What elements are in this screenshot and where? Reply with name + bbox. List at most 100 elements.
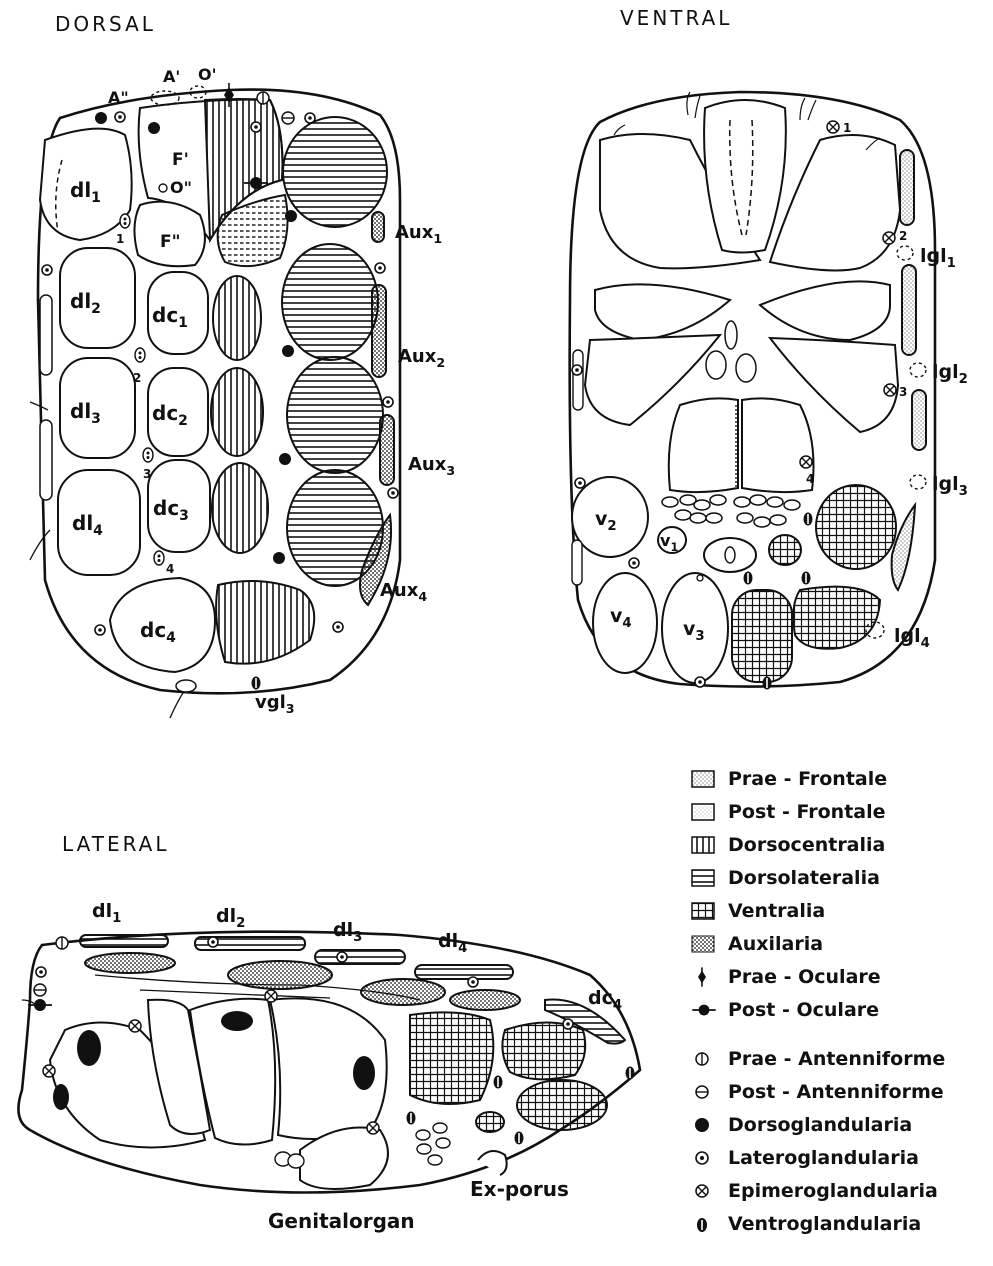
legend-label: Ventralia	[728, 900, 825, 922]
ventralia-swatch	[688, 900, 728, 922]
legend-item: Dorsolateralia	[688, 861, 988, 894]
ventral-ventroglandularia-icon	[744, 572, 753, 585]
prae-antenniforme-icon	[688, 1048, 728, 1070]
dorsal-label-aux4: Aux4	[380, 580, 427, 604]
dorsal-aux-2	[372, 285, 386, 377]
lateral-ventralia-2	[502, 1023, 585, 1080]
ventral-label-n3: 3	[899, 385, 907, 399]
lateral-lateroglandularia-icon	[468, 977, 478, 987]
ventral-epimeroglandularia-icon	[884, 384, 896, 396]
lateral-ventralia-3	[517, 1080, 607, 1130]
lateral-dorsoglandularia-icon	[53, 1084, 69, 1110]
dorsal-label-n3: 3	[143, 467, 151, 481]
ventral-ventroglandularia-icon	[802, 572, 811, 585]
ventral-aux-2	[902, 265, 916, 355]
dorsal-label-aux2: Aux2	[398, 346, 445, 370]
ventral-ventralia-2	[769, 535, 801, 565]
lateral-ventroglandularia-icon	[407, 1112, 416, 1125]
lateral-dorsoglandularia-icon	[221, 1011, 253, 1031]
ventral-aux-3	[912, 390, 926, 450]
ventral-side-plate-2	[572, 540, 582, 585]
dorsal-dl-right-3	[287, 357, 383, 473]
ventral-ventroglandularia-icon	[763, 677, 772, 690]
lateral-label-genitalorgan: Genitalorgan	[268, 1209, 415, 1233]
dorsal-excretory-icon	[176, 680, 196, 692]
lateral-ventroglandularia-icon	[626, 1067, 635, 1080]
legend-item: Post - Frontale	[688, 795, 988, 828]
lateral-dl3	[315, 950, 405, 964]
lateral-label-exporus: Ex-porus	[470, 1177, 569, 1201]
dorsal-lateroglandularia-icon	[115, 112, 125, 122]
dorsal-dorsoglandularia-icon	[95, 112, 107, 124]
lateral-ventroglandularia-icon	[515, 1132, 524, 1145]
legend-label: Lateroglandularia	[728, 1147, 919, 1169]
prae-frontale-swatch	[688, 768, 728, 790]
ventral-lgl3-dashed	[910, 475, 926, 489]
dorsal-hair-left	[30, 402, 48, 410]
lateral-epimeroglandularia-icon	[265, 990, 277, 1002]
ventroglandularia-icon	[688, 1213, 728, 1235]
ventral-lateroglandularia-icon	[572, 365, 582, 375]
lateral-lateroglandularia-icon	[337, 952, 347, 962]
legend-label: Dorsoglandularia	[728, 1114, 912, 1136]
dorsal-dc-striped-2	[211, 368, 263, 456]
dorsal-dc-striped-1	[213, 276, 261, 360]
dorsal-dorsoglandularia-icon	[273, 552, 285, 564]
dorsoglandularia-icon	[688, 1114, 728, 1136]
lateral-ex-porus-mound	[478, 1151, 507, 1175]
dorsal-pore-1	[120, 214, 130, 228]
lateral-view	[18, 932, 640, 1193]
lateral-lateroglandularia-icon	[208, 937, 218, 947]
lateral-epimeroglandularia-icon	[43, 1065, 55, 1077]
lateral-ventralia-1	[410, 1012, 493, 1104]
legend-label: Ventroglandularia	[728, 1213, 921, 1235]
dorsal-ventroglandularia-icon	[252, 677, 261, 690]
legend-item: Epimeroglandularia	[688, 1174, 988, 1207]
dorsal-label-o2: O"	[170, 178, 192, 197]
ventral-lgl1-dashed	[897, 246, 913, 260]
ventral-label-n2: 2	[899, 229, 907, 243]
legend-item: Post - Oculare	[688, 993, 988, 1026]
dorsal-dl-right-1	[283, 117, 387, 227]
ventral-small-pore	[697, 575, 703, 581]
legend-label: Epimeroglandularia	[728, 1180, 938, 1202]
dorsal-label-o1: O'	[198, 65, 217, 84]
dorsal-hair-left-2	[30, 530, 50, 560]
dorsal-label-n4: 4	[166, 562, 174, 576]
ventral-view	[570, 92, 935, 687]
dorsal-lateroglandularia-icon	[251, 122, 261, 132]
lateral-epimeroglandularia-icon	[129, 1020, 141, 1032]
legend-label: Auxilaria	[728, 933, 823, 955]
lateral-post-antenniforme-icon	[34, 984, 46, 996]
legend-item: Prae - Antenniforme	[688, 1042, 988, 1075]
lateral-dl4	[415, 965, 513, 979]
dorsal-label-a1: A'	[163, 67, 180, 86]
ventral-lgl2-dashed	[910, 363, 926, 377]
ventral-label-lgl2: lgl2	[932, 361, 968, 387]
legend-item: Auxilaria	[688, 927, 988, 960]
auxilaria-swatch	[688, 933, 728, 955]
lateral-lateroglandularia-icon	[36, 967, 46, 977]
dorsal-aux-3	[380, 415, 394, 485]
ventral-label-lgl3: lgl3	[932, 473, 968, 499]
ventral-epimere-4-left	[669, 398, 738, 492]
dorsal-post-antenniforme-icon	[282, 112, 294, 124]
ventral-label-lgl1: lgl1	[920, 245, 956, 271]
ventral-plate-v2	[572, 477, 648, 557]
ventral-lateroglandularia-icon	[575, 478, 585, 488]
ventral-epimere-4-right	[742, 398, 814, 492]
lateral-lateroglandularia-icon	[563, 1019, 573, 1029]
dorsal-lateroglandularia-icon	[95, 625, 105, 635]
lateral-dl1	[80, 935, 168, 947]
ventral-epimeroglandularia-icon	[883, 232, 895, 244]
dorsal-label-vgl3: vgl3	[255, 692, 295, 716]
dorsal-dc-striped-3	[212, 463, 268, 553]
lateral-label-dl3: dl3	[333, 919, 362, 945]
ventral-label-n4: 4	[806, 472, 814, 486]
dorsal-lateroglandularia-icon	[333, 622, 343, 632]
prae-oculare-icon	[688, 966, 728, 988]
legend-item: Prae - Frontale	[688, 762, 988, 795]
ventral-side-plate-1	[573, 350, 583, 410]
lateral-aux-1	[85, 953, 175, 973]
dorsal-pore-4	[154, 551, 164, 565]
